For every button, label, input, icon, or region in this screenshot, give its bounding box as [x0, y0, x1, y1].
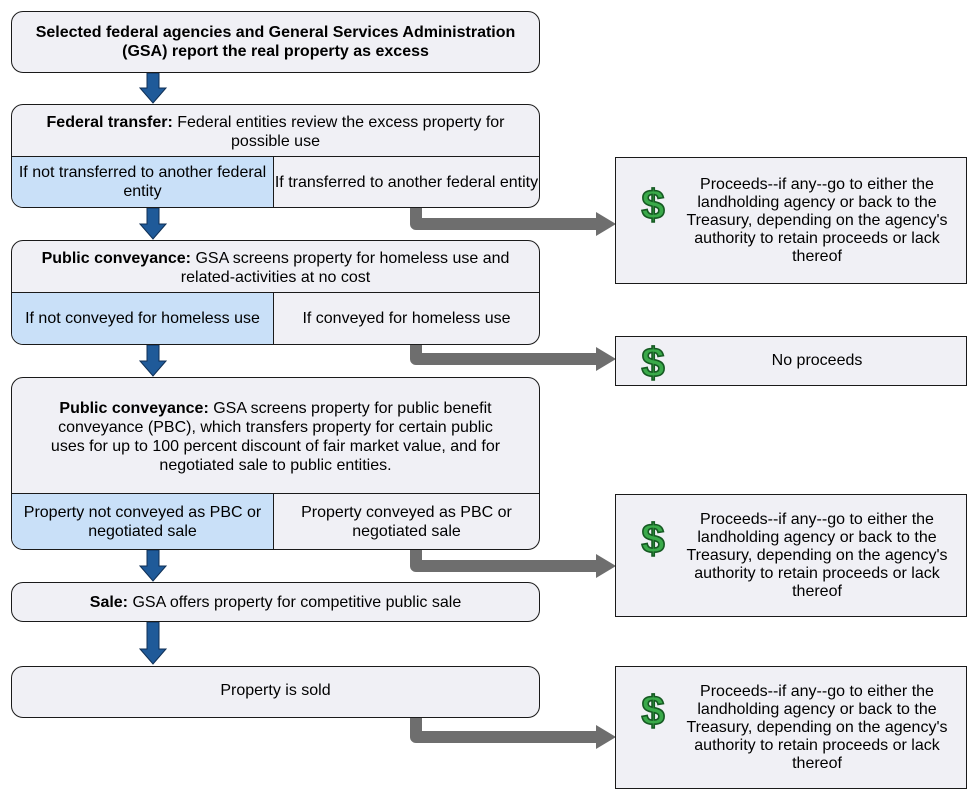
connector-arrowhead	[596, 725, 616, 749]
stage-property-sold: Property is sold	[11, 666, 540, 718]
stage-text: GSA screens property for homeless use an…	[180, 250, 510, 286]
stage-homeless-conveyance: Public conveyance: GSA screens property …	[11, 240, 540, 345]
yes-branch-cell: Property conveyed as PBC or negotiated s…	[301, 503, 512, 540]
stage-pbc-conveyance: Public conveyance: GSA screens property …	[11, 377, 540, 550]
stage-heading: Public conveyance:	[41, 250, 191, 267]
stage-federal-transfer: Federal transfer: Federal entities revie…	[11, 104, 540, 208]
no-branch-cell: Property not conveyed as PBC or negotiat…	[12, 494, 274, 549]
down-arrow	[138, 549, 168, 582]
dollar-icon: $	[641, 341, 666, 383]
stage-description: Federal transfer: Federal entities revie…	[12, 105, 539, 159]
decision-row: If not conveyed for homeless use If conv…	[12, 292, 539, 344]
stage-description: Sale: GSA offers property for competitiv…	[12, 583, 539, 621]
stage-text: GSA offers property for competitive publ…	[128, 593, 462, 611]
stage-text: GSA screens property for public benefit …	[50, 400, 501, 474]
connector-arrowhead	[596, 212, 616, 236]
down-arrow	[138, 72, 168, 104]
outcome-text: Proceeds--if any--go to either the landh…	[686, 510, 948, 600]
outcome-text: Proceeds--if any--go to either the landh…	[686, 682, 948, 772]
stage-sale: Sale: GSA offers property for competitiv…	[11, 582, 540, 622]
down-arrow	[138, 344, 168, 377]
svg-text:$: $	[641, 517, 664, 559]
svg-text:$: $	[641, 183, 664, 225]
start-text: Selected federal agencies and General Se…	[35, 24, 516, 60]
outcome-text: Proceeds--if any--go to either the landh…	[686, 175, 948, 265]
stage-heading: Federal transfer:	[46, 114, 173, 131]
svg-text:$: $	[641, 689, 664, 731]
stage-text: Federal entities review the excess prope…	[172, 114, 505, 150]
dollar-icon: $	[641, 183, 666, 225]
dollar-icon: $	[641, 689, 666, 731]
stage-heading: Public conveyance:	[59, 400, 209, 417]
svg-text:$: $	[641, 341, 664, 383]
connector-arrowhead	[596, 554, 616, 578]
outcome-text: No proceeds	[771, 352, 863, 369]
yes-branch-cell: If transferred to another federal entity	[274, 173, 539, 191]
decision-row: If not transferred to another federal en…	[12, 156, 539, 207]
outcome-box: $ Proceeds--if any--go to either the lan…	[615, 157, 967, 284]
sold-text: Property is sold	[220, 681, 331, 699]
connector-path	[410, 717, 598, 743]
down-arrow	[138, 621, 168, 665]
gray-arrowheads	[596, 212, 616, 749]
down-arrow	[138, 207, 168, 240]
stage-description: Public conveyance: GSA screens property …	[12, 241, 539, 295]
no-branch-cell: If not transferred to another federal en…	[12, 157, 274, 207]
yes-branch-cell: If conveyed for homeless use	[302, 310, 511, 327]
decision-row: Property not conveyed as PBC or negotiat…	[12, 493, 539, 549]
outcome-box: $ Proceeds--if any--go to either the lan…	[615, 666, 967, 789]
connector-arrowhead	[596, 347, 616, 371]
stage-description: Public conveyance: GSA screens property …	[12, 378, 539, 496]
outcome-box: $ Proceeds--if any--go to either the lan…	[615, 494, 967, 617]
no-branch-cell: If not conveyed for homeless use	[12, 293, 274, 344]
start-box: Selected federal agencies and General Se…	[11, 11, 540, 73]
outcome-box: $ No proceeds	[615, 336, 967, 386]
dollar-icon: $	[641, 517, 666, 559]
stage-heading: Sale:	[89, 593, 129, 611]
